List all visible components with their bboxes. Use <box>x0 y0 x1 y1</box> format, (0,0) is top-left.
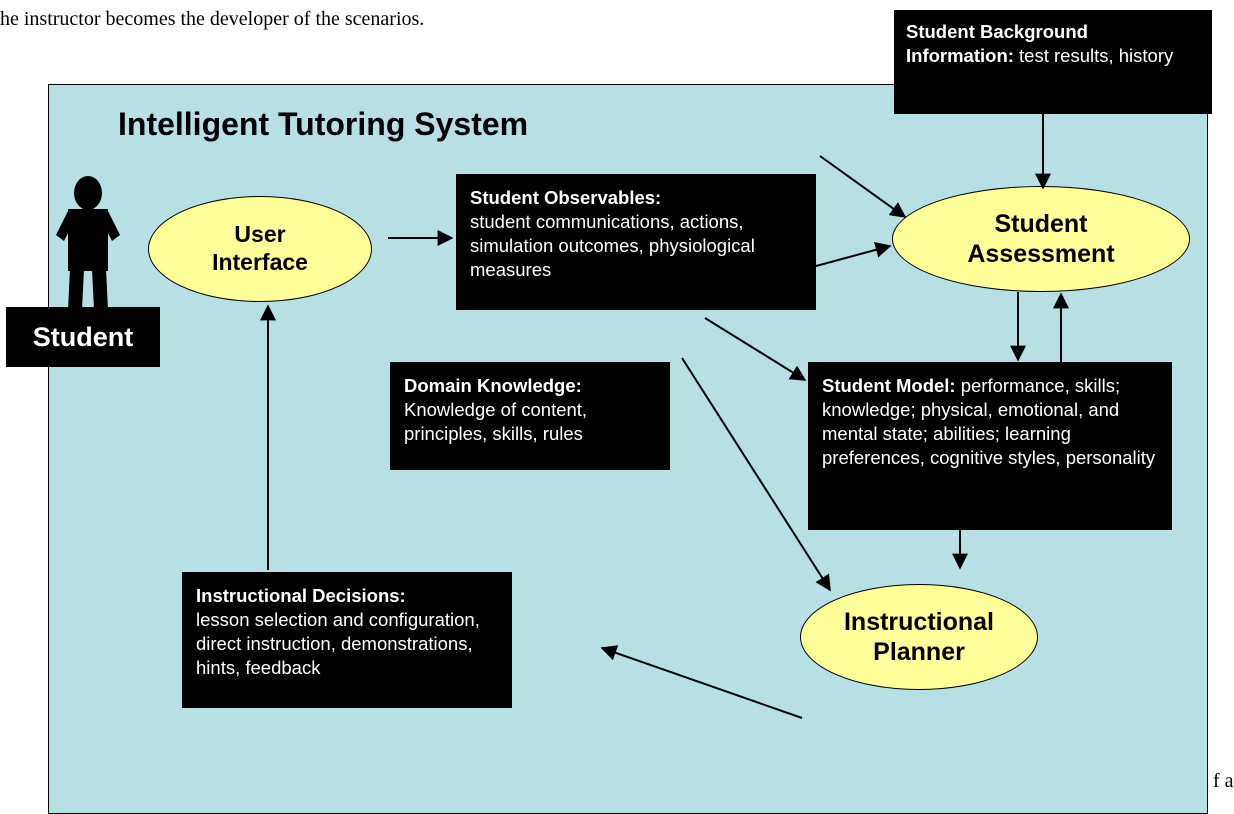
user-interface-line-1: User <box>234 221 286 248</box>
background-info-body: test results, history <box>1013 45 1174 67</box>
domain-knowledge-body: Knowledge of content, principles, skills… <box>404 399 588 445</box>
observables-body: student communications, actions, simulat… <box>470 211 755 281</box>
student-label: Student <box>6 307 160 367</box>
instructional-decisions-body: lesson selection and configuration, dire… <box>196 609 480 679</box>
observables-heading: Student Observables: <box>470 187 662 208</box>
instructional-planner-line-1: Instructional <box>843 608 994 636</box>
arrow-planner-to-decisions <box>600 645 803 719</box>
domain-knowledge-box: Domain Knowledge: Knowledge of content, … <box>390 362 670 470</box>
domain-knowledge-heading: Domain Knowledge: <box>404 375 582 396</box>
user-interface-line-2: Interface <box>212 249 308 275</box>
user-interface-node: User Interface <box>148 196 372 302</box>
instructional-planner-line-2: Planner <box>873 638 965 666</box>
student-assessment-node: Student Assessment <box>892 186 1190 292</box>
page-text-fragment: f a <box>1213 770 1234 792</box>
arrow-observables-to-model <box>704 317 807 381</box>
student-model-body: performance, skills; knowledge; physical… <box>822 375 1156 469</box>
instructional-decisions-heading: Instructional Decisions: <box>196 585 406 606</box>
arrow-observables-to-assessment <box>815 242 892 267</box>
instructional-planner-node: Instructional Planner <box>800 584 1038 690</box>
page-text-top: he instructor becomes the developer of t… <box>0 8 425 30</box>
background-info-heading: Student Background Information: <box>906 21 1088 67</box>
background-info-box: Student Background Information: test res… <box>894 10 1212 114</box>
student-model-heading: Student Model: <box>822 375 956 396</box>
diagram-title: Intelligent Tutoring System <box>118 106 529 142</box>
student-assessment-line-1: Student <box>994 210 1088 238</box>
instructional-decisions-box: Instructional Decisions: lesson selectio… <box>182 572 512 708</box>
student-model-box: Student Model: performance, skills; know… <box>808 362 1172 530</box>
student-assessment-line-2: Assessment <box>967 240 1115 268</box>
student-figure-icon <box>56 176 120 310</box>
arrow-pointer-to-assessment <box>819 155 907 218</box>
arrow-domain-to-planner <box>681 357 831 592</box>
observables-box: Student Observables: student communicati… <box>456 174 816 310</box>
